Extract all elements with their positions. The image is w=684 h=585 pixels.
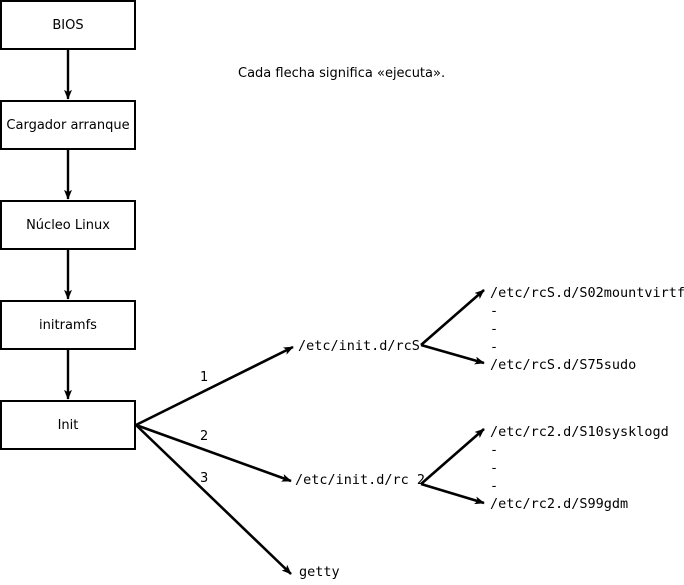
box-bios: BIOS xyxy=(0,0,136,50)
label-init-d-rc2: /etc/init.d/rc 2 xyxy=(295,472,426,488)
box-initramfs-label: initramfs xyxy=(39,317,97,333)
box-initramfs: initramfs xyxy=(0,300,136,350)
rcs-arrow-to-first-script xyxy=(420,289,485,346)
init-arrow-3-to-getty xyxy=(135,424,292,575)
rc2-arrow-to-first-script xyxy=(420,428,485,485)
box-kernel: Núcleo Linux xyxy=(0,200,136,250)
branch-number-1: 1 xyxy=(200,370,209,385)
branch-number-3: 3 xyxy=(200,471,209,486)
rc2-ellipsis-dash-2: - xyxy=(490,460,499,476)
diagram-caption: Cada flecha significa «ejecuta». xyxy=(238,66,446,81)
rcs-arrow-to-last-script xyxy=(420,343,485,365)
rcs-ellipsis-dash-1: - xyxy=(490,303,499,319)
rc2-ellipsis-dash-1: - xyxy=(490,442,499,458)
box-bootloader: Cargador arranque xyxy=(0,100,136,150)
rc2-ellipsis-dash-3: - xyxy=(490,478,499,494)
label-rcs-first-script: /etc/rcS.d/S02mountvirtfs xyxy=(490,285,684,301)
rc2-arrow-to-last-script xyxy=(420,482,485,505)
box-bootloader-label: Cargador arranque xyxy=(6,117,130,133)
init-arrow-2-to-rc2 xyxy=(135,423,292,483)
box-init-label: Init xyxy=(57,417,79,433)
box-kernel-label: Núcleo Linux xyxy=(26,217,110,233)
box-bios-label: BIOS xyxy=(52,17,84,33)
init-arrow-1-to-rcs xyxy=(135,345,294,427)
branch-number-2: 2 xyxy=(200,429,209,444)
rcs-ellipsis-dash-2: - xyxy=(490,321,499,337)
label-rcs-last-script: /etc/rcS.d/S75sudo xyxy=(490,357,637,373)
label-init-d-rcs: /etc/init.d/rcS xyxy=(298,338,420,354)
label-rc2-first-script: /etc/rc2.d/S10sysklogd xyxy=(490,424,669,440)
box-init: Init xyxy=(0,400,136,450)
label-rc2-last-script: /etc/rc2.d/S99gdm xyxy=(490,496,629,512)
label-getty: getty xyxy=(299,564,340,580)
rcs-ellipsis-dash-3: - xyxy=(490,339,499,355)
